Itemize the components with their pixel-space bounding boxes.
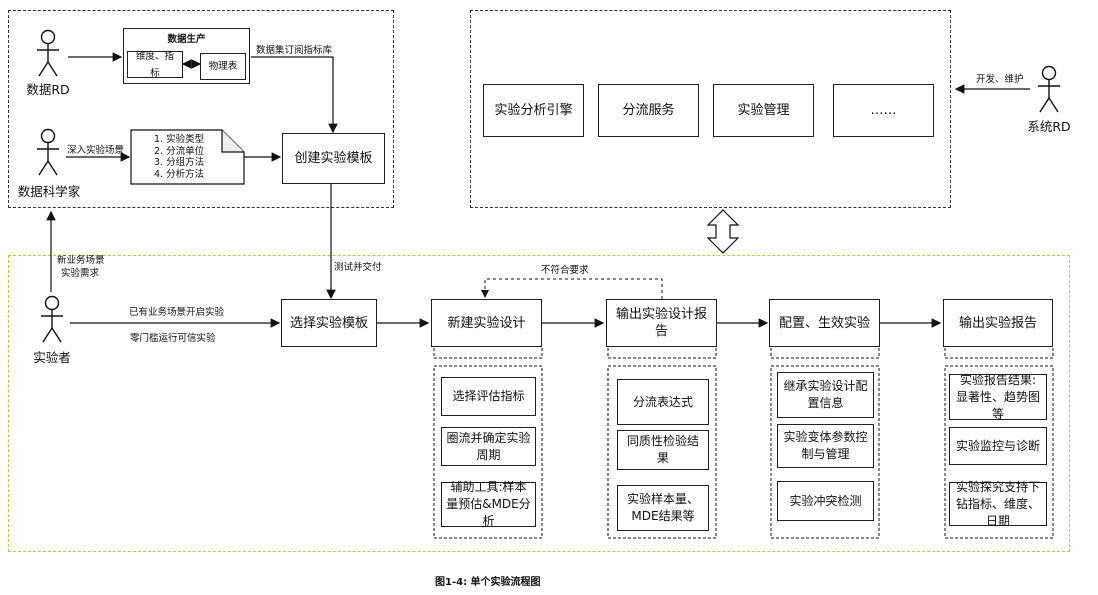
output-report-box: 输出实验报告 [943, 299, 1053, 347]
experiment-flow-region [8, 255, 1070, 552]
design-sub-box: 辅助工具:样本量预估&MDE分析 [441, 480, 536, 528]
list-item: 4. 分析方法 [154, 168, 205, 180]
config-effect-box: 配置、生效实验 [769, 299, 880, 347]
system-region [470, 10, 951, 208]
label-new-business-2: 实验需求 [61, 268, 100, 279]
new-design-box: 新建实验设计 [431, 299, 542, 347]
label-not-meet: 不符合要求 [541, 265, 589, 276]
actor-system-rd-label: 系统RD [1027, 119, 1071, 134]
actor-system-rd-icon [1038, 65, 1060, 113]
top-left-region [8, 10, 394, 208]
config-sub-box: 实验冲突检测 [777, 481, 874, 521]
output-design-report-box: 输出实验设计报告 [606, 299, 717, 347]
label-deep-scene: 深入实验场景 [67, 145, 125, 156]
design-report-sub-box: 实验样本量、MDE结果等 [617, 485, 709, 531]
actor-data-scientist-label: 数据科学家 [17, 184, 81, 199]
template-elements-list: 1. 实验类型 2. 分流单位 3. 分组方法 4. 分析方法 [154, 134, 204, 180]
design-sub-box: 选择评估指标 [441, 377, 536, 416]
config-sub-box: 继承实验设计配置信息 [777, 372, 874, 418]
label-existing-scene: 已有业务场景开启实验 [129, 307, 225, 318]
list-item: 3. 分组方法 [154, 157, 205, 168]
actor-data-rd-label: 数据RD [26, 82, 70, 97]
list-item: 2. 分流单位 [154, 145, 205, 157]
label-new-business-1: 新业务场景 [57, 255, 105, 266]
config-sub-box: 实验变体参数控制与管理 [777, 424, 874, 468]
label-test-deliver: 测试并交付 [334, 262, 382, 273]
data-production-title: 数据生产 [167, 34, 206, 45]
physical-table-box: 物理表 [200, 53, 246, 80]
report-sub-box: 实验报告结果: 显著性、趋势图等 [949, 373, 1047, 421]
design-report-sub-box: 同质性检验结果 [617, 430, 709, 470]
bidirectional-arrow-icon [706, 209, 740, 254]
dimension-metric-box: 维度、指标 [127, 51, 183, 79]
list-item: 1. 实验类型 [154, 134, 205, 145]
select-template-box: 选择实验模板 [281, 299, 377, 347]
figure-caption: 图1-4: 单个实验流程图 [435, 577, 541, 588]
report-sub-box: 实验探究支持下钻指标、维度、日期 [949, 480, 1047, 528]
label-subscribe: 数据集订阅指标库 [256, 45, 333, 56]
label-dev-maintain: 开发、维护 [976, 74, 1024, 85]
design-sub-box: 圈流并确定实验周期 [441, 427, 536, 466]
system-box-more: …… [833, 84, 934, 137]
create-template-box: 创建实验模板 [282, 133, 385, 184]
design-report-sub-box: 分流表达式 [617, 379, 709, 425]
system-box-traffic-service: 分流服务 [598, 84, 699, 137]
data-production-box [123, 28, 250, 84]
report-sub-box: 实验监控与诊断 [949, 427, 1047, 465]
system-box-experiment-management: 实验管理 [713, 84, 814, 137]
label-zero-threshold: 零门槛运行可信实验 [130, 333, 216, 344]
actor-experimenter-label: 实验者 [33, 350, 71, 365]
system-box-analysis-engine: 实验分析引擎 [483, 84, 584, 137]
